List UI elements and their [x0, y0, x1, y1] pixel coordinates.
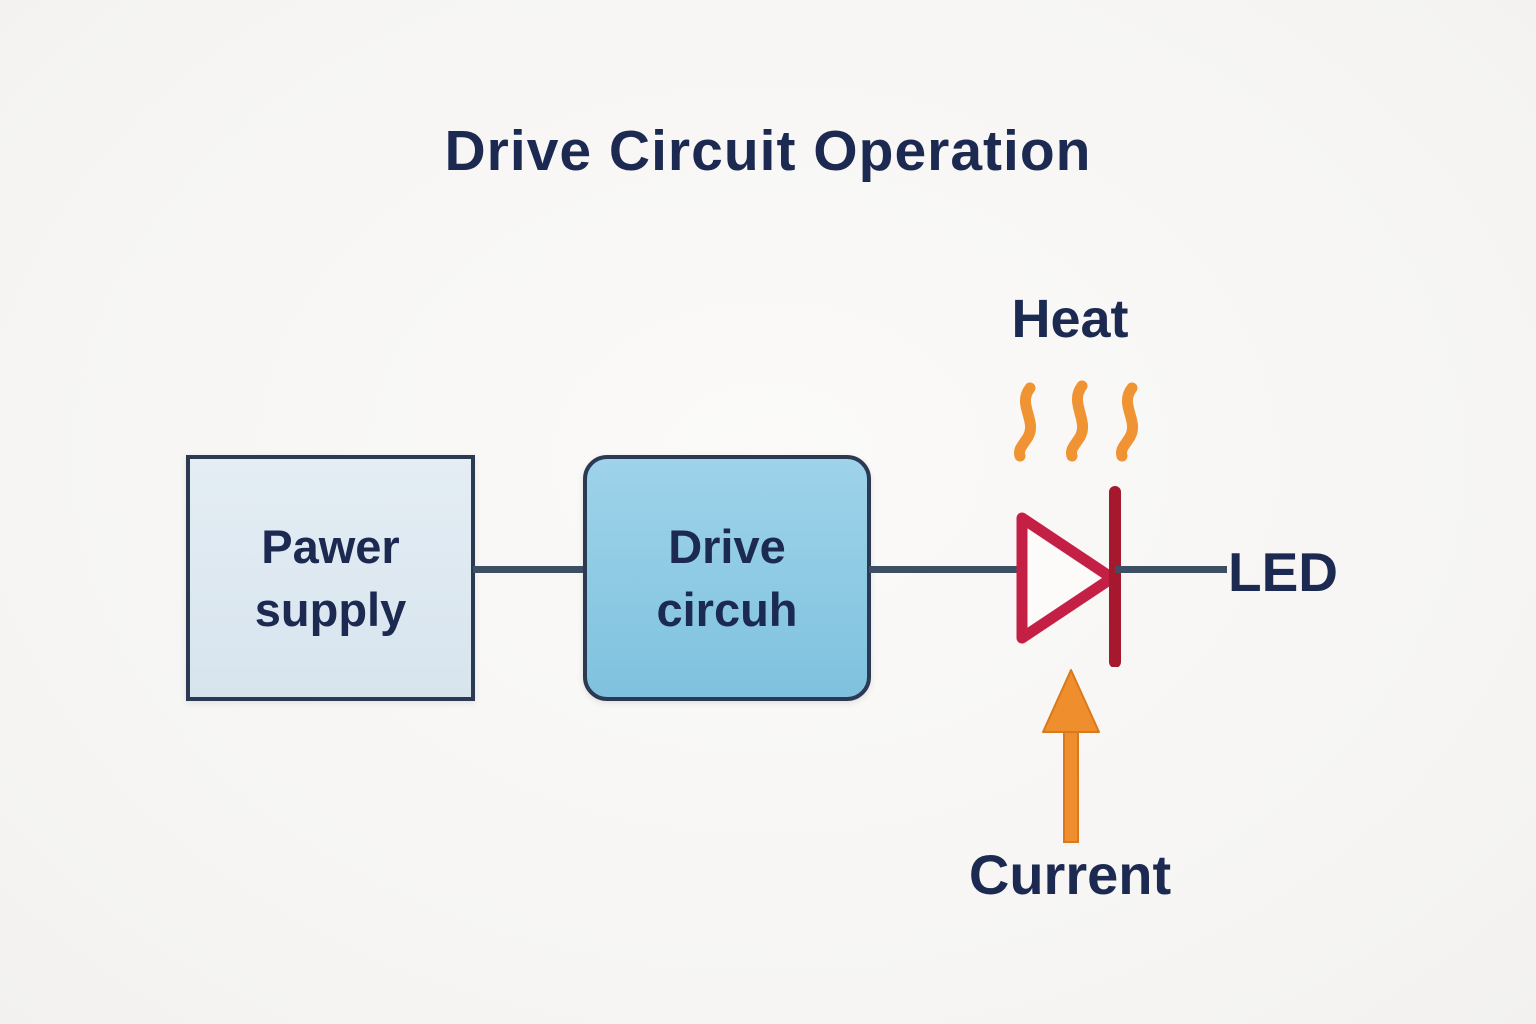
- led-diode-icon: [1016, 486, 1121, 667]
- drive-circuit-label-line2: circuh: [656, 583, 798, 636]
- diagram-title: Drive Circuit Operation: [444, 119, 1092, 183]
- power-supply-label-line2: supply: [254, 583, 407, 636]
- heat-waves-icon: [1014, 380, 1139, 462]
- wire-power-to-drive: [473, 566, 585, 573]
- heat-wave-2: [1066, 380, 1089, 462]
- drive-circuit-label-line1: Drive: [668, 519, 786, 573]
- power-supply-box: Pawer supply: [186, 455, 475, 701]
- wire-led-out: [1115, 566, 1227, 573]
- power-supply-label-line1: Pawer: [261, 519, 400, 573]
- wire-drive-to-led: [869, 566, 1024, 573]
- diode-anode-triangle: [1016, 512, 1118, 644]
- heat-label: Heat: [1011, 289, 1129, 349]
- heat-wave-1: [1014, 382, 1037, 462]
- drive-circuit-box: Drive circuh: [583, 455, 871, 701]
- current-arrow-head: [1042, 669, 1100, 733]
- led-label: LED: [1228, 541, 1338, 603]
- current-arrow-shaft: [1063, 725, 1079, 843]
- current-arrow-icon: [1042, 669, 1100, 843]
- current-label: Current: [968, 843, 1172, 906]
- heat-wave-3: [1116, 382, 1139, 462]
